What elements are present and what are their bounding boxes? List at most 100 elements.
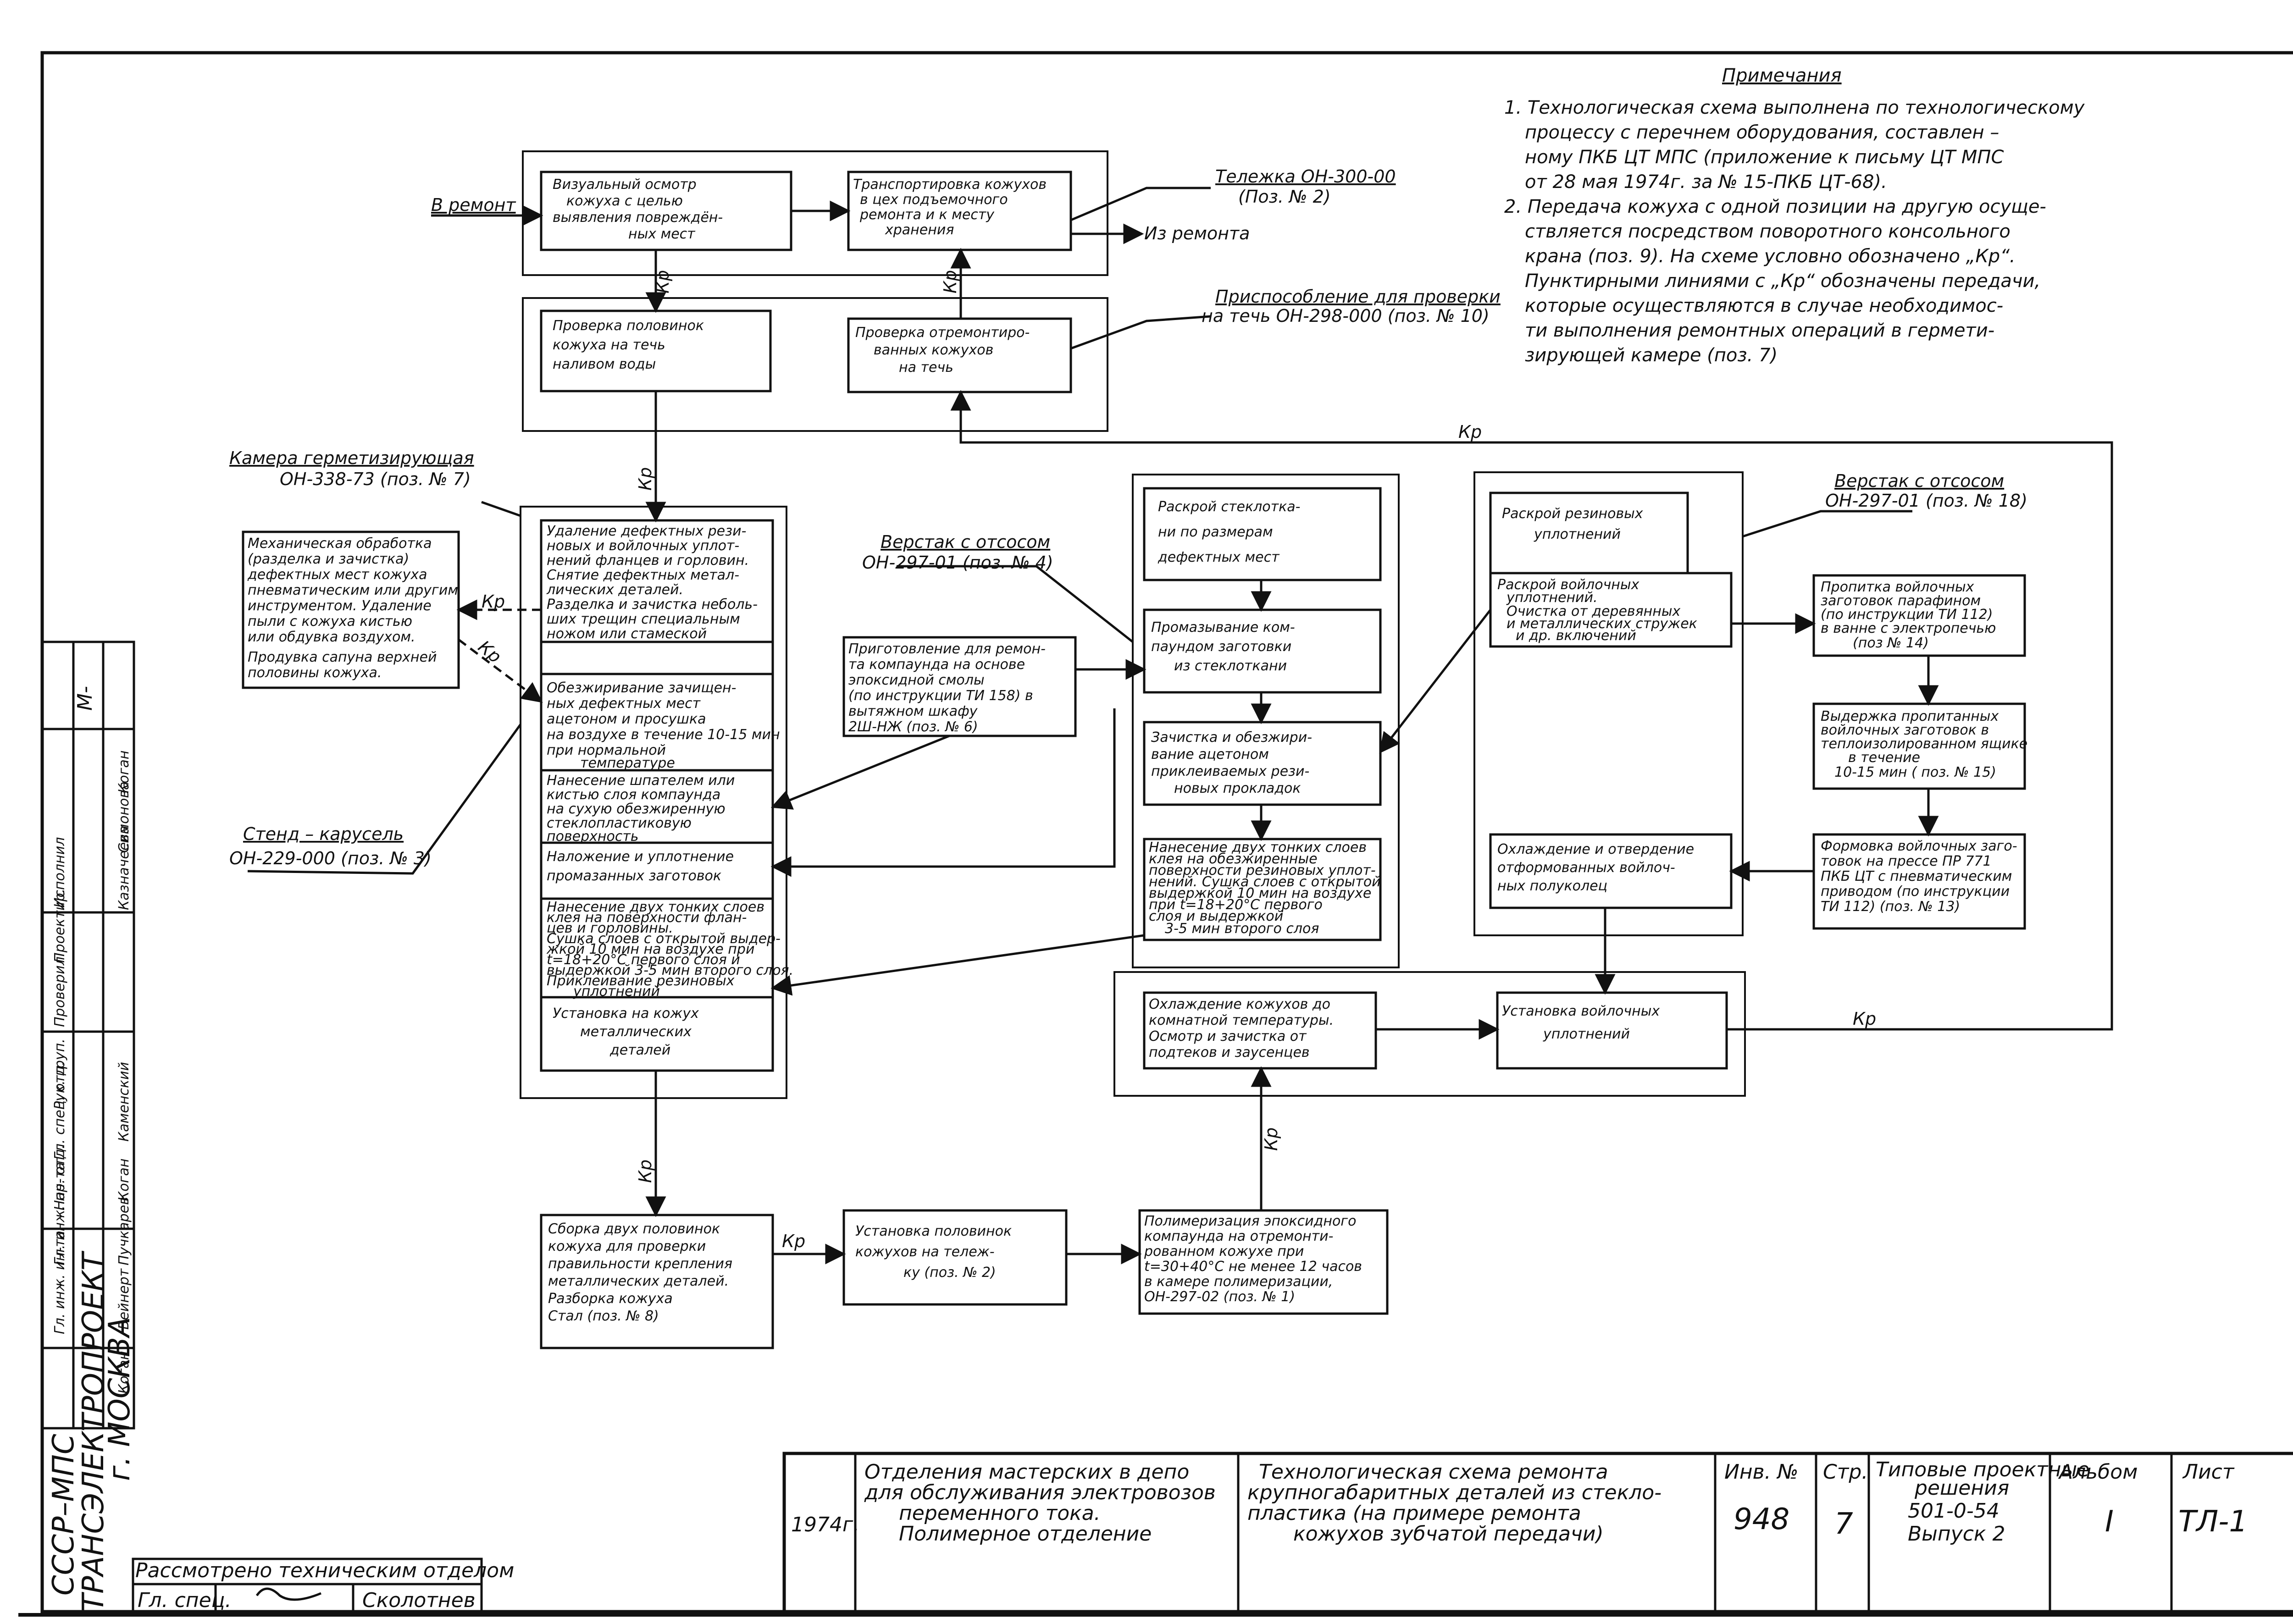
svg-text:Вейнерт: Вейнерт	[116, 1268, 132, 1330]
svg-text:(Поз. № 2): (Поз. № 2)	[1238, 187, 1331, 207]
svg-text:Коган: Коган	[116, 1351, 132, 1394]
svg-text:Лист: Лист	[2182, 1460, 2235, 1484]
group-test	[522, 297, 1108, 432]
svg-text:ТРАНСЭЛЕКТРОПРОЕКТ: ТРАНСЭЛЕКТРОПРОЕКТ	[77, 1250, 111, 1612]
svg-text:Гл. спец.: Гл. спец.	[138, 1589, 232, 1612]
svg-text:на течь ОН-298-000 (поз. № 10: на течь ОН-298-000 (поз. № 10)	[1202, 306, 1490, 326]
svg-text:В ремонт: В ремонт	[431, 195, 516, 215]
svg-text:Проектир.: Проектир.	[52, 889, 68, 963]
svg-text:Гл. спец. отд.: Гл. спец. отд.	[52, 1061, 68, 1160]
svg-text:ОН-338-73 (поз. № 7): ОН-338-73 (поз. № 7)	[280, 469, 471, 489]
svg-text:Рассмотрено техническим отдел: Рассмотрено техническим отделом	[135, 1559, 514, 1582]
svg-text:Казначеева: Казначеева	[116, 826, 132, 910]
note-line: зирующей камере (поз. 7)	[1525, 345, 1778, 366]
svg-text:Верстак с отсосом: Верстак с отсосом	[1834, 471, 2004, 491]
svg-text:Формовка войлочных заго-товок: Формовка войлочных заго-товок на прессе …	[1821, 838, 2017, 915]
svg-text:Сколотнев: Сколотнев	[362, 1589, 476, 1612]
svg-text:Стр.: Стр.	[1823, 1460, 1868, 1484]
svg-text:Кр: Кр	[635, 467, 655, 491]
svg-text:948: 948	[1734, 1502, 1789, 1536]
svg-text:ОН-297-01 (поз. № 18): ОН-297-01 (поз. № 18)	[1825, 491, 2027, 511]
svg-text:Тележка ОН-300-00: Тележка ОН-300-00	[1215, 166, 1396, 187]
group-rubber	[1473, 471, 1744, 936]
svg-text:Кр: Кр	[635, 1160, 655, 1183]
svg-text:М-: М-	[73, 686, 97, 711]
svg-text:Верстак с отсосом: Верстак с отсосом	[881, 532, 1050, 552]
svg-text:Зачистка и обезжири-вание ац: Зачистка и обезжири-вание ацетономприкле…	[1151, 729, 1312, 796]
svg-text:Стенд – карусель: Стенд – карусель	[243, 824, 404, 844]
note-line: процессу с перечнем оборудования, состав…	[1525, 122, 1999, 143]
svg-text:7: 7	[1834, 1507, 1853, 1541]
svg-text:I: I	[2105, 1505, 2114, 1539]
svg-text:Кр: Кр	[482, 591, 505, 612]
svg-text:г. МОСКВА: г. МОСКВА	[103, 1317, 137, 1481]
note-line: 1. Технологическая схема выполнена по те…	[1504, 97, 2085, 118]
signature-column: М- Проверил Проектир. Исполнил Коган Сим…	[41, 641, 137, 1612]
svg-text:ТЛ-1: ТЛ-1	[2178, 1505, 2248, 1539]
svg-text:Проверил: Проверил	[52, 956, 68, 1027]
signature-scribble	[255, 1587, 321, 1601]
svg-text:ОН-297-01 (поз. № 4): ОН-297-01 (поз. № 4)	[862, 552, 1053, 573]
svg-text:Кр: Кр	[474, 636, 505, 667]
svg-text:Исполнил: Исполнил	[52, 837, 68, 908]
equipment-labels: В ремонт Из ремонта Тележка ОН-300-00 (П…	[229, 166, 2027, 868]
box-f3: Формовка войлочных заго-товок на прессе …	[1812, 833, 2026, 930]
svg-text:Кр: Кр	[940, 270, 960, 293]
svg-text:Инв. №: Инв. №	[1724, 1460, 1798, 1484]
box-s2: Обезжиривание зачищен-ных дефектных мест…	[547, 680, 780, 771]
note-line: ствляется посредством поворотного консол…	[1525, 221, 2011, 242]
svg-text:Кр: Кр	[1853, 1009, 1876, 1029]
svg-text:Технологическая схема ремонт: Технологическая схема ремонтакрупногабар…	[1247, 1460, 1662, 1546]
svg-text:Камера герметизирующая: Камера герметизирующая	[229, 448, 474, 468]
svg-text:ОН-229-000 (поз. № 3): ОН-229-000 (поз. № 3)	[229, 848, 432, 868]
svg-text:Кр: Кр	[1458, 422, 1482, 442]
svg-text:Приготовление для ремон-та ком: Приготовление для ремон-та компаунда на …	[848, 641, 1046, 735]
svg-text:Альбом: Альбом	[2058, 1460, 2138, 1484]
svg-text:СССР–МПС: СССР–МПС	[47, 1434, 81, 1596]
group-final	[1113, 971, 1746, 1097]
svg-text:Механическая обработка(разделк: Механическая обработка(разделка и зачист…	[247, 536, 458, 681]
svg-text:Коган: Коган	[116, 751, 132, 793]
note-line: ти выполнения ремонтных операций в герме…	[1525, 320, 1994, 341]
svg-text:Кр: Кр	[1261, 1127, 1281, 1151]
svg-text:Нач. отд.: Нач. отд.	[52, 1144, 68, 1210]
svg-text:Из ремонта: Из ремонта	[1144, 223, 1250, 243]
svg-text:1974г.: 1974г.	[791, 1513, 859, 1536]
svg-text:Кр: Кр	[782, 1231, 805, 1251]
